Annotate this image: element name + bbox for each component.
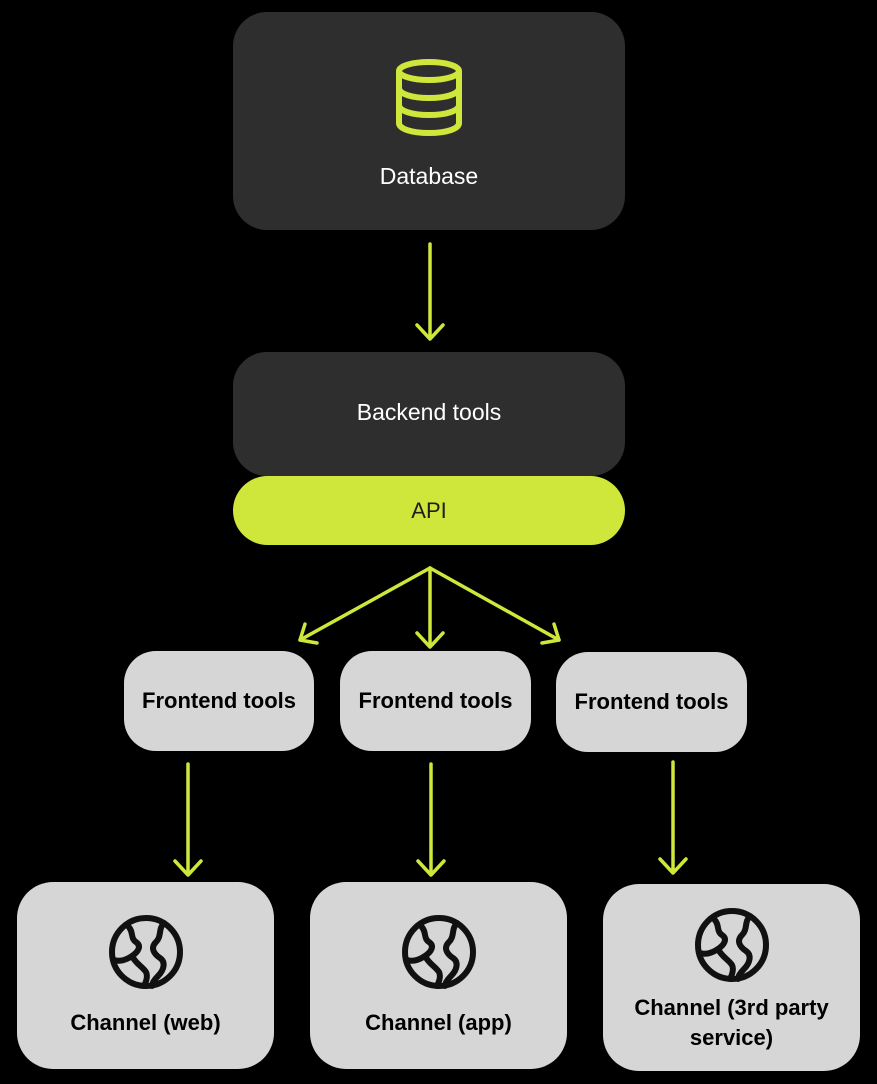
arrow-database-to-backend xyxy=(415,242,445,341)
api-node: API xyxy=(233,476,625,545)
arrow-frontend-to-channel-app xyxy=(416,762,446,877)
globe-icon xyxy=(401,914,477,990)
frontend-tools-node-right: Frontend tools xyxy=(556,652,747,752)
api-label: API xyxy=(411,497,447,523)
arrow-api-to-frontend-left xyxy=(298,566,432,645)
frontend-tools-label: Frontend tools xyxy=(142,688,296,713)
database-node: Database xyxy=(233,12,625,230)
channel-label: Channel (app) xyxy=(365,1009,512,1035)
globe-icon xyxy=(108,914,184,990)
channel-3rd-party-node: Channel (3rd party service) xyxy=(603,884,860,1071)
channel-app-node: Channel (app) xyxy=(310,882,567,1069)
frontend-tools-label: Frontend tools xyxy=(574,689,729,714)
backend-tools-node: Backend tools xyxy=(233,352,625,476)
arrow-frontend-to-channel-3rd-party xyxy=(658,760,688,875)
arrow-api-to-frontend-center xyxy=(415,566,445,649)
arrow-api-to-frontend-right xyxy=(428,566,561,645)
channel-label: Channel (web) xyxy=(70,1009,221,1035)
globe-icon xyxy=(694,907,770,983)
channel-label: Channel (3rd party service) xyxy=(634,994,829,1050)
arrow-frontend-to-channel-web xyxy=(173,762,203,877)
channel-web-node: Channel (web) xyxy=(17,882,274,1069)
backend-tools-label: Backend tools xyxy=(356,398,502,425)
frontend-tools-label: Frontend tools xyxy=(358,688,513,713)
frontend-tools-node-center: Frontend tools xyxy=(340,651,531,751)
database-label: Database xyxy=(379,162,479,189)
frontend-tools-node-left: Frontend tools xyxy=(124,651,314,751)
database-icon xyxy=(393,58,465,137)
